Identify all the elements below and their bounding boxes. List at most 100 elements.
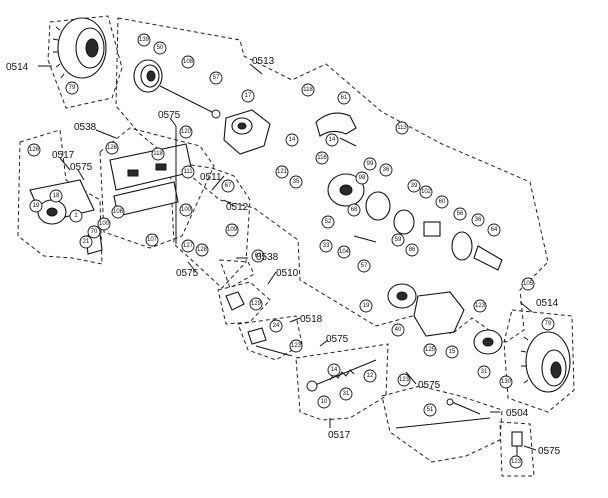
callout: 127 — [181, 239, 195, 253]
svg-text:100: 100 — [99, 221, 110, 227]
svg-text:126: 126 — [29, 147, 40, 153]
svg-text:1: 1 — [74, 213, 78, 219]
svg-text:21: 21 — [83, 239, 90, 245]
svg-text:99: 99 — [367, 161, 374, 167]
callout: 139 — [137, 33, 151, 47]
callout: 14 — [285, 133, 299, 147]
svg-text:113: 113 — [397, 125, 407, 131]
lower-housing — [387, 283, 503, 355]
callout: 111 — [181, 165, 195, 179]
svg-text:79: 79 — [69, 85, 76, 91]
callout: 100 — [179, 203, 193, 217]
svg-text:39: 39 — [411, 183, 418, 189]
callout: 59 — [391, 233, 405, 247]
callout: 108 — [181, 55, 195, 69]
svg-text:31: 31 — [481, 369, 488, 375]
callout: 62 — [251, 249, 265, 263]
drum-assembly-right — [520, 331, 571, 393]
callout: 52 — [321, 215, 335, 229]
callout: 56 — [453, 207, 467, 221]
callout: 17 — [241, 89, 255, 103]
ref-0517-bottom: 0517 — [328, 430, 351, 441]
callout: 15 — [445, 345, 459, 359]
svg-text:14: 14 — [289, 137, 296, 143]
svg-text:33: 33 — [323, 243, 330, 249]
callout: 19 — [359, 299, 373, 313]
callout: 100 — [97, 217, 111, 231]
callout: 57 — [209, 71, 223, 85]
svg-text:40: 40 — [395, 327, 402, 333]
callout: 39 — [407, 179, 421, 193]
drum-assembly-top — [52, 17, 107, 79]
callout: 79 — [541, 317, 555, 331]
group-0517-bottom — [295, 343, 389, 421]
group-0512 — [169, 161, 251, 289]
callout: 19 — [29, 199, 43, 213]
group-reference-labels: 0514 0513 0575 0538 0517 0575 0511 0512 … — [6, 56, 561, 457]
svg-text:15: 15 — [449, 349, 456, 355]
svg-text:67: 67 — [225, 183, 232, 189]
svg-text:118: 118 — [153, 151, 163, 157]
linkage-parts — [225, 291, 293, 357]
svg-text:14: 14 — [329, 137, 336, 143]
svg-text:127: 127 — [183, 243, 194, 249]
callout: 99 — [363, 157, 377, 171]
svg-text:86: 86 — [409, 247, 416, 253]
callout: 70 — [87, 225, 101, 239]
callout: 123 — [473, 299, 487, 313]
control-rod — [395, 398, 491, 429]
transmission-assembly — [327, 173, 503, 271]
callout: 120 — [179, 125, 193, 139]
svg-text:128: 128 — [197, 247, 208, 253]
svg-text:59: 59 — [395, 237, 402, 243]
callout: 35 — [289, 175, 303, 189]
ref-0575-lower-right: 0575 — [418, 380, 441, 391]
callout: 40 — [391, 323, 405, 337]
ref-0504: 0504 — [506, 408, 529, 419]
svg-text:123: 123 — [291, 343, 302, 349]
group-0510 — [217, 281, 271, 325]
svg-text:105: 105 — [523, 281, 534, 287]
parts — [29, 17, 571, 458]
callout: 51 — [423, 403, 437, 417]
svg-text:129: 129 — [251, 301, 262, 307]
svg-text:123: 123 — [399, 377, 410, 383]
group-0517-left — [17, 129, 103, 265]
svg-text:107: 107 — [147, 237, 158, 243]
svg-text:123: 123 — [475, 303, 486, 309]
spring-rod — [306, 359, 377, 392]
callout: 12 — [363, 369, 377, 383]
callout: 64 — [487, 223, 501, 237]
svg-text:109: 109 — [227, 227, 238, 233]
callout: 125 — [423, 343, 437, 357]
ref-0575-mid: 0575 — [176, 268, 199, 279]
callout: 104 — [337, 245, 351, 259]
group-0513 — [115, 17, 549, 343]
callout: 60 — [435, 195, 449, 209]
callout: 68 — [347, 203, 361, 217]
svg-text:108: 108 — [183, 59, 194, 65]
svg-text:36: 36 — [383, 167, 390, 173]
svg-text:70: 70 — [91, 229, 98, 235]
svg-text:106: 106 — [113, 209, 124, 215]
svg-text:126: 126 — [107, 145, 118, 151]
group-outlines — [17, 15, 575, 477]
callout: 98 — [355, 171, 369, 185]
callout: 123 — [397, 373, 411, 387]
svg-text:79: 79 — [545, 321, 552, 327]
callout: 130 — [499, 375, 513, 389]
callout: 31 — [339, 387, 353, 401]
leader-lines — [38, 63, 537, 451]
svg-text:139: 139 — [139, 37, 150, 43]
callout: 14 — [327, 363, 341, 377]
ref-0517-left: 0517 — [52, 150, 75, 161]
callout: 79 — [65, 81, 79, 95]
svg-text:62: 62 — [255, 253, 262, 259]
ref-0513: 0513 — [252, 56, 275, 67]
callout: 118 — [151, 147, 165, 161]
svg-text:50: 50 — [157, 45, 164, 51]
svg-text:17: 17 — [245, 93, 252, 99]
shaft — [159, 85, 221, 119]
group-0514-right — [503, 309, 575, 413]
svg-text:57: 57 — [213, 75, 220, 81]
